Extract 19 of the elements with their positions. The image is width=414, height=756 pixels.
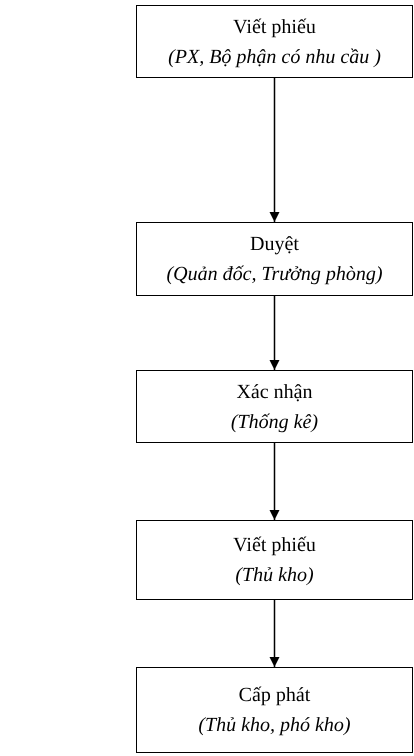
step-title: Cấp phát (238, 683, 310, 708)
arrow (270, 600, 280, 667)
arrow (270, 296, 280, 370)
arrow (270, 78, 280, 222)
step-title: Viết phiếu (233, 14, 316, 40)
process-box (136, 667, 413, 753)
process-box (136, 370, 413, 443)
arrow (270, 443, 280, 520)
step-title: Duyệt (250, 232, 299, 257)
step-role: (Quản đốc, Trưởng phòng) (166, 262, 383, 287)
step-role: (Thủ kho, phó kho) (198, 713, 351, 738)
step-role: (PX, Bộ phận có nhu cầu ) (168, 44, 381, 70)
step-role: (Thủ kho) (235, 563, 314, 588)
process-box (136, 5, 413, 78)
step-title: Viết phiếu (233, 533, 316, 558)
step-role: (Thống kê) (230, 410, 318, 434)
step-title: Xác nhận (236, 380, 313, 404)
process-box (136, 222, 413, 296)
process-box (136, 520, 413, 600)
